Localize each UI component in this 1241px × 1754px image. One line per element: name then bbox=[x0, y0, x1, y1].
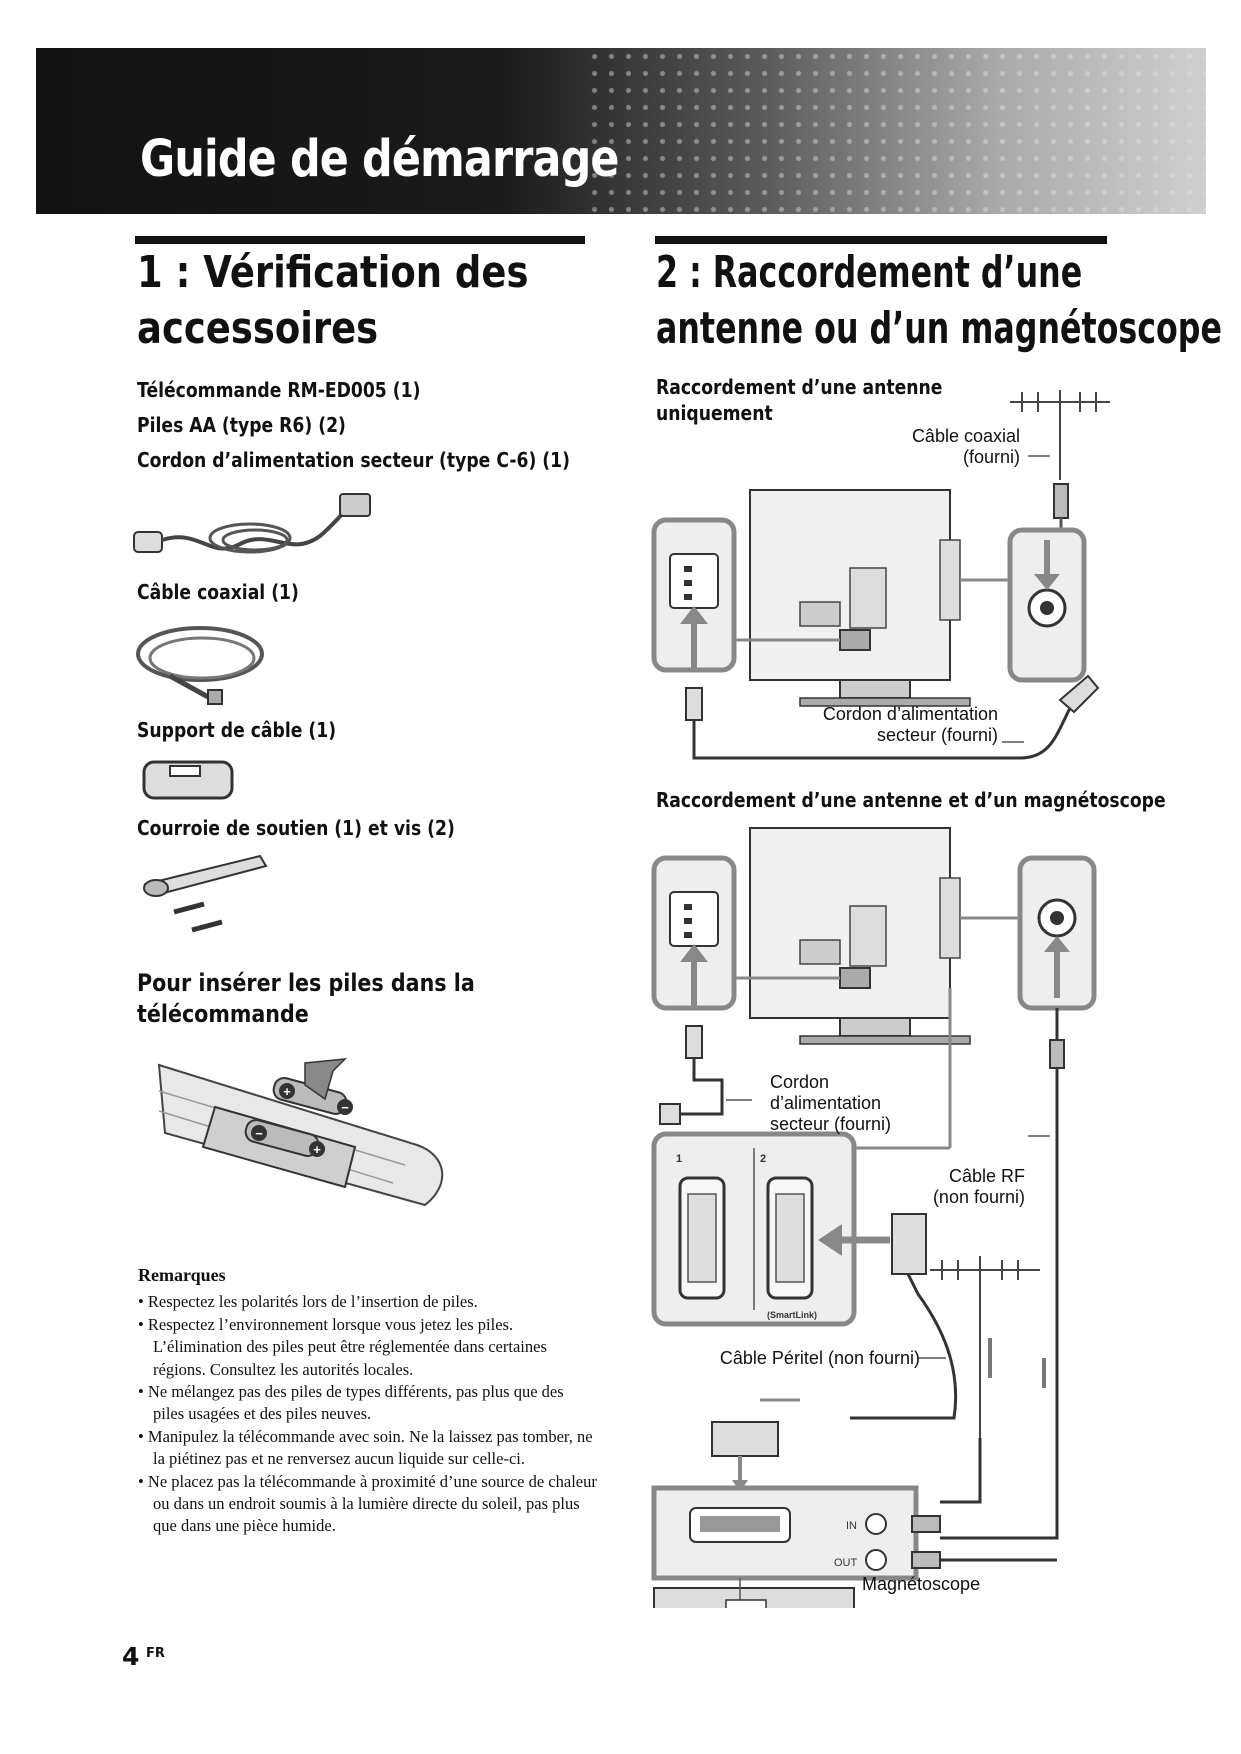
vcr-in-label: IN bbox=[846, 1520, 857, 1532]
section1-rule bbox=[135, 236, 585, 244]
smartlink-label: (SmartLink) bbox=[767, 1310, 817, 1320]
header-banner: Guide de démarrage bbox=[36, 48, 1206, 214]
antenna-only-diagram bbox=[651, 390, 1110, 760]
accessory-strap-screws: Courroie de soutien (1) et vis (2) bbox=[137, 816, 455, 840]
antenna-icon-2 bbox=[930, 1256, 1040, 1438]
section2-rule bbox=[655, 236, 1107, 244]
note-item: • Respectez l’environnement lorsque vous… bbox=[138, 1314, 547, 1379]
scart-plug-top bbox=[891, 1213, 927, 1275]
battery-heading-line1: Pour insérer les piles dans la bbox=[137, 969, 475, 997]
coax-plug bbox=[1053, 483, 1069, 519]
battery-polarity-2: − bbox=[341, 1100, 349, 1115]
page-title: Guide de démarrage bbox=[140, 130, 619, 189]
page-number: 4 bbox=[122, 1642, 140, 1671]
section1-title-line1: 1 : Vérification des bbox=[137, 247, 529, 298]
antenna-icon bbox=[1010, 390, 1110, 480]
scart-plug-bottom bbox=[711, 1421, 779, 1457]
remote-battery-illustration: + − − + bbox=[157, 1058, 444, 1207]
accessory-remote: Télécommande RM-ED005 (1) bbox=[137, 378, 421, 402]
battery-heading-line2: télécommande bbox=[137, 1000, 309, 1028]
page-language-suffix: FR bbox=[146, 1646, 165, 1661]
note-item: • Manipulez la télécommande avec soin. N… bbox=[138, 1426, 593, 1469]
accessory-batteries: Piles AA (type R6) (2) bbox=[137, 413, 346, 437]
battery-polarity-3: − bbox=[255, 1126, 263, 1141]
section1-title-line2: accessoires bbox=[137, 303, 379, 354]
vcr-out-label: OUT bbox=[834, 1557, 858, 1569]
scart-port-2-label: 2 bbox=[760, 1153, 766, 1165]
battery-polarity-1: + bbox=[283, 1084, 291, 1099]
scart-cable-label: Câble Péritel (non fourni) bbox=[719, 1348, 920, 1368]
diagram1-heading-line2: uniquement bbox=[656, 401, 773, 425]
power-cord-illustration bbox=[133, 493, 371, 554]
coax-cable-illustration bbox=[136, 626, 264, 705]
battery-polarity-4: + bbox=[313, 1142, 321, 1157]
scart-port-1-label: 1 bbox=[676, 1153, 682, 1165]
notes-title: Remarques bbox=[138, 1265, 226, 1285]
diagram1-heading-line1: Raccordement d’une antenne bbox=[656, 375, 943, 399]
note-item: • Respectez les polarités lors de l’inse… bbox=[138, 1292, 478, 1312]
cable-holder-illustration bbox=[142, 760, 234, 800]
antenna-vcr-diagram: 1 2 (SmartLink) IN OUT bbox=[651, 827, 1097, 1608]
banner-dot-pattern bbox=[586, 48, 1206, 214]
accessory-coax: Câble coaxial (1) bbox=[137, 580, 299, 604]
strap-screws-illustration bbox=[143, 854, 268, 933]
note-item: • Ne placez pas la télécommande à proxim… bbox=[138, 1471, 597, 1536]
section2-title-line2: antenne ou d’un magnétoscope bbox=[656, 303, 1222, 354]
diagram2-heading: Raccordement d’une antenne et d’un magné… bbox=[656, 788, 1166, 812]
accessory-cable-holder: Support de câble (1) bbox=[137, 718, 337, 742]
vcr-device bbox=[653, 1587, 855, 1608]
power-cord-label-1: Cordon d’alimentation secteur (fourni) bbox=[822, 704, 998, 745]
power-cord-label-2: Cordon d’alimentation secteur (fourni) bbox=[770, 1072, 892, 1134]
note-item: • Ne mélangez pas des piles de types dif… bbox=[138, 1382, 564, 1424]
notes-list: • Respectez les polarités lors de l’inse… bbox=[138, 1291, 598, 1537]
coax-label: Câble coaxial (fourni) bbox=[911, 426, 1020, 467]
notes-block: Remarques • Respectez les polarités lors… bbox=[138, 1264, 598, 1538]
vcr-label: Magnétoscope bbox=[862, 1574, 981, 1594]
accessory-power-cord: Cordon d’alimentation secteur (type C-6)… bbox=[137, 448, 570, 472]
section2-title-line1: 2 : Raccordement d’une bbox=[656, 247, 1083, 298]
rf-cable-label: Câble RF (non fourni) bbox=[932, 1166, 1025, 1207]
